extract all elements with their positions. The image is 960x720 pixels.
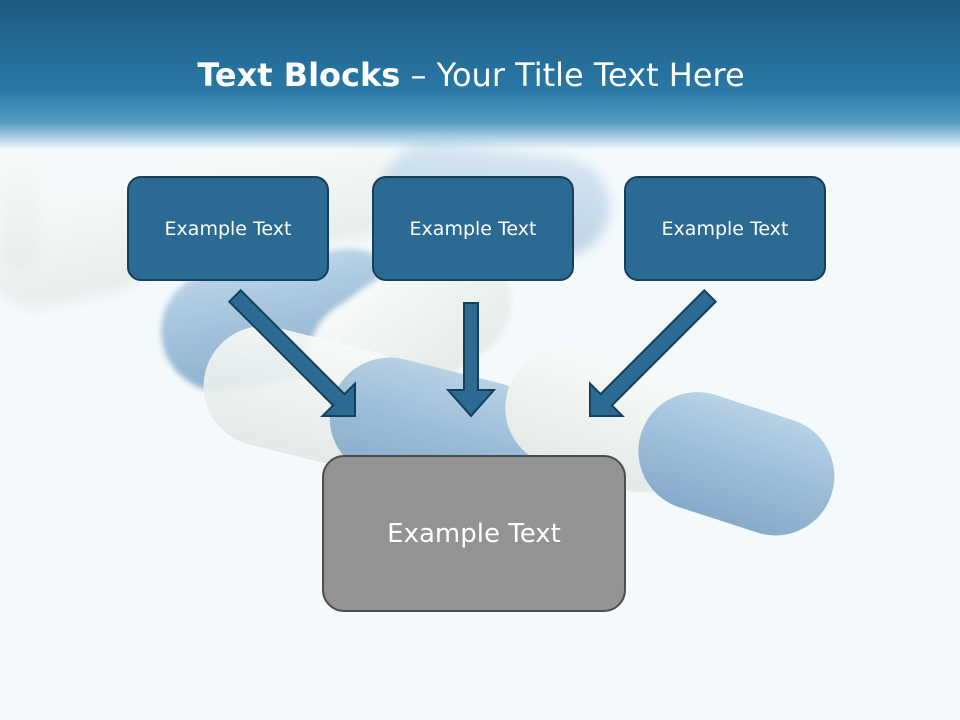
slide-title: Text Blocks – Your Title Text Here	[0, 56, 942, 94]
arrow-middle	[445, 302, 497, 418]
center-text-block-label: Example Text	[387, 518, 561, 549]
arrow-left	[227, 288, 356, 417]
center-text-block: Example Text	[322, 455, 626, 612]
text-block-2: Example Text	[372, 176, 574, 281]
title-rest: Your Title Text Here	[436, 56, 745, 94]
text-block-1: Example Text	[127, 176, 329, 281]
text-block-2-label: Example Text	[409, 217, 537, 240]
text-block-3-label: Example Text	[661, 217, 789, 240]
title-separator: –	[400, 56, 437, 94]
title-bar	[0, 0, 960, 150]
text-block-1-label: Example Text	[164, 217, 292, 240]
arrow-right	[589, 288, 718, 417]
title-bold: Text Blocks	[197, 56, 401, 94]
text-block-3: Example Text	[624, 176, 826, 281]
